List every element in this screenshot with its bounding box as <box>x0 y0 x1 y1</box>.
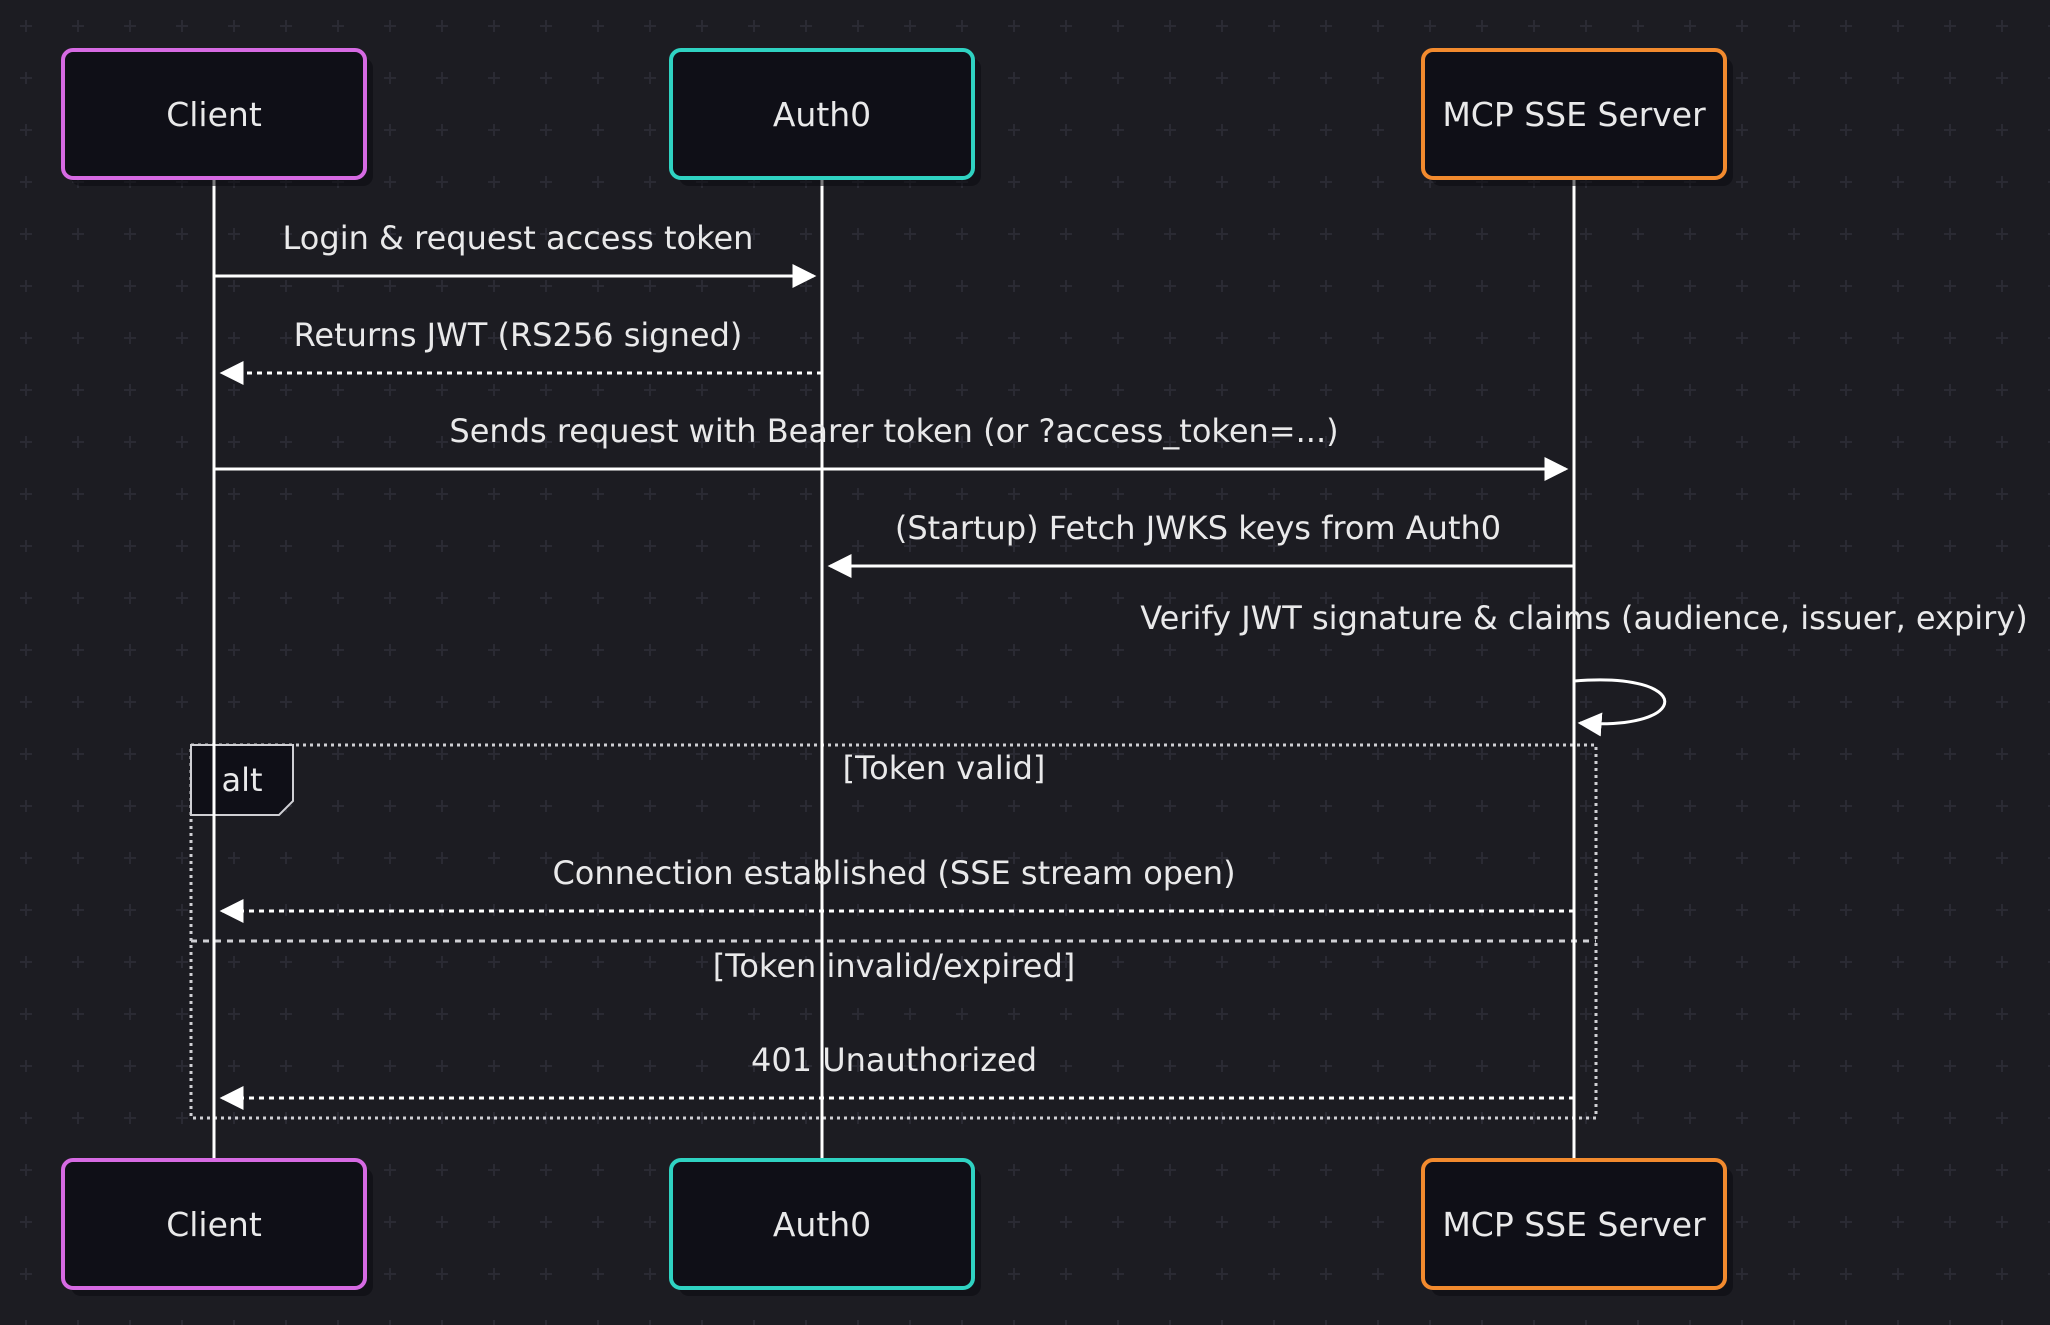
message-label: Login & request access token <box>283 219 754 257</box>
participant-label: Client <box>166 1205 262 1244</box>
message-label: Sends request with Bearer token (or ?acc… <box>449 412 1338 450</box>
participant-box <box>1421 1158 1727 1290</box>
participant-auth0-top: Auth0 <box>669 48 981 186</box>
message-label: Returns JWT (RS256 signed) <box>294 316 743 354</box>
message-0: Login & request access token <box>214 219 817 288</box>
message-2: Sends request with Bearer token (or ?acc… <box>214 412 1569 481</box>
participant-box <box>61 1158 367 1290</box>
lifelines <box>212 178 1576 1160</box>
message-label: Connection established (SSE stream open) <box>552 854 1235 892</box>
participant-box <box>669 1158 975 1290</box>
alt-tab-label: alt <box>221 761 262 799</box>
alt-condition-0: [Token valid] <box>843 749 1046 787</box>
participant-auth0-bottom: Auth0 <box>669 1158 981 1296</box>
participant-mcp-bottom: MCP SSE Server <box>1421 1158 1733 1296</box>
participant-label: Client <box>166 95 262 134</box>
participant-label: MCP SSE Server <box>1442 1205 1706 1244</box>
self-message-arrow <box>1573 678 1667 737</box>
participant-mcp-top: MCP SSE Server <box>1421 48 1733 186</box>
participant-label: Auth0 <box>773 1205 871 1244</box>
message-1: Returns JWT (RS256 signed) <box>219 316 822 385</box>
participant-label: Auth0 <box>773 95 871 134</box>
message-3: (Startup) Fetch JWKS keys from Auth0 <box>827 509 1574 578</box>
alt-frame-layer: alt [Token valid] [Token invalid/expired] <box>189 743 1598 1120</box>
participant-client-top: Client <box>61 48 373 186</box>
message-label: Verify JWT signature & claims (audience,… <box>1140 599 2028 637</box>
alt-message-0-0: Connection established (SSE stream open) <box>219 854 1574 923</box>
alt-condition-1: [Token invalid/expired] <box>713 947 1076 985</box>
message-label: 401 Unauthorized <box>751 1041 1037 1079</box>
participant-client-bottom: Client <box>61 1158 373 1296</box>
participant-box <box>61 48 367 180</box>
alt-tab <box>190 744 294 816</box>
alt-message-1-0: 401 Unauthorized <box>219 1041 1574 1110</box>
participant-label: MCP SSE Server <box>1442 95 1706 134</box>
message-4: Verify JWT signature & claims (audience,… <box>1140 599 2028 737</box>
participant-box <box>1421 48 1727 180</box>
alt-frame-border <box>189 743 1598 1120</box>
participant-box <box>669 48 975 180</box>
alt-frame: alt [Token valid] [Token invalid/expired] <box>189 743 1598 1120</box>
message-label: (Startup) Fetch JWKS keys from Auth0 <box>895 509 1501 547</box>
